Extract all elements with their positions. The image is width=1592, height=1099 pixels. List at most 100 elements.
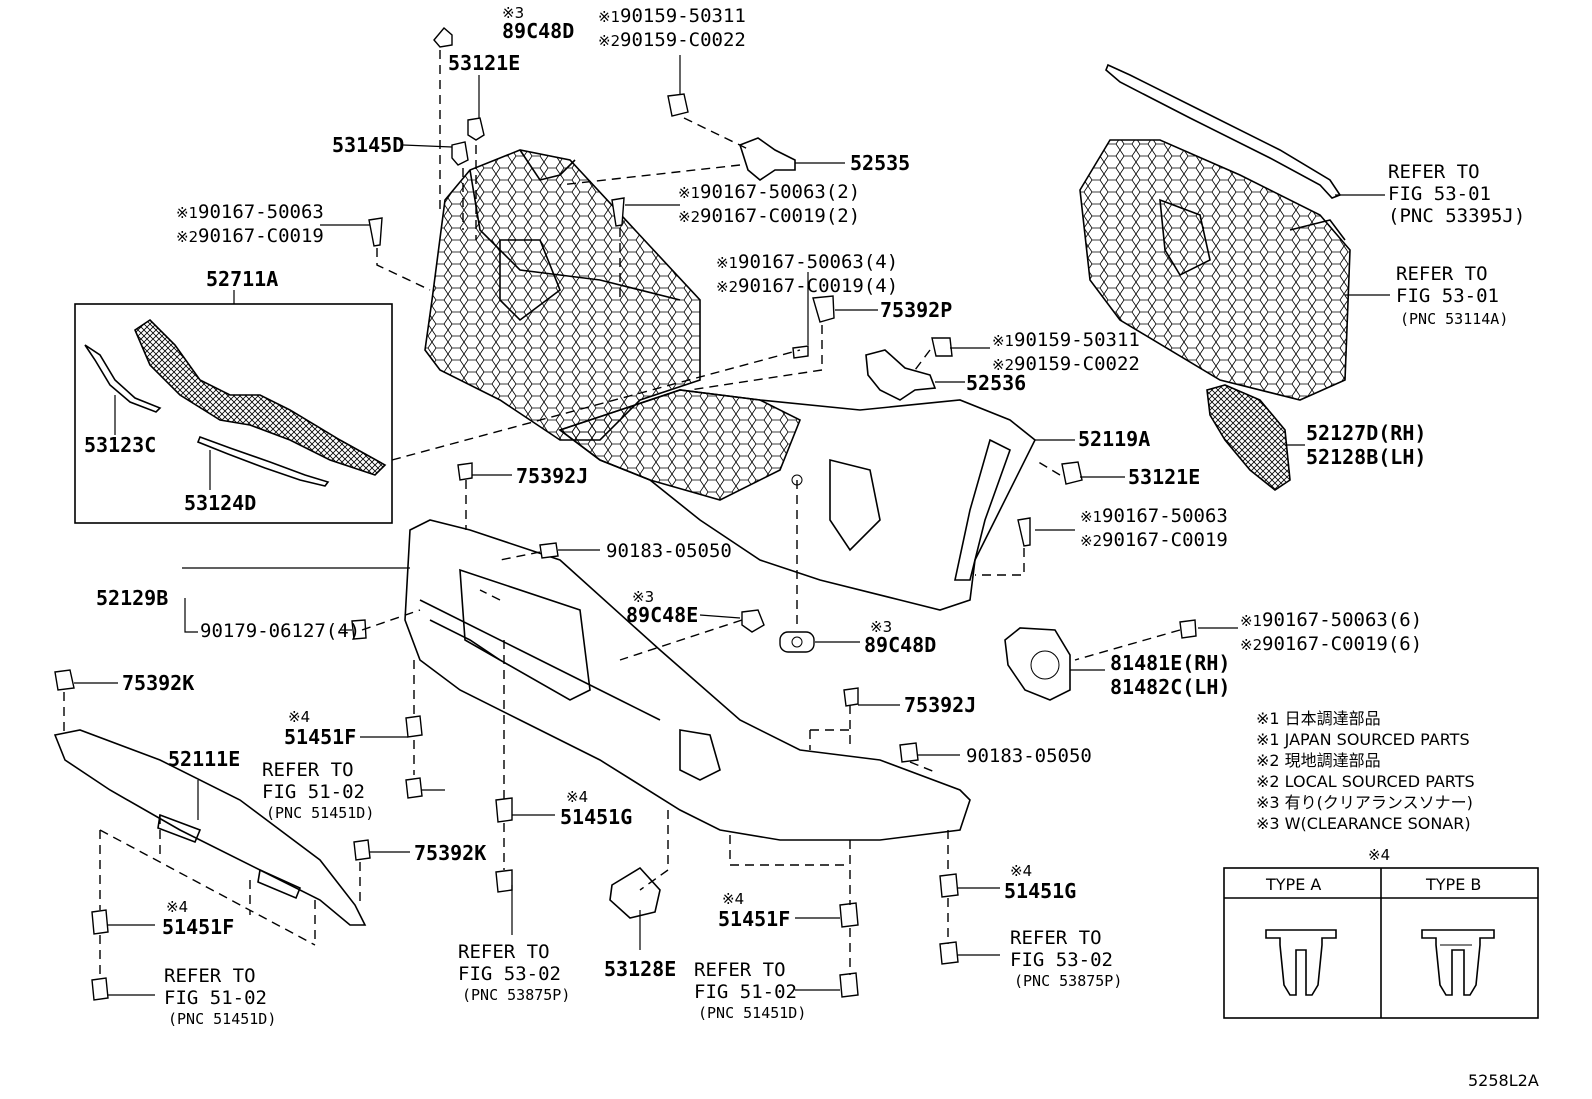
callout-75392k-low: 75392K <box>414 841 486 865</box>
refer-b-2: FIG 53-02 <box>458 963 561 985</box>
callout-51451f-a: 51451F <box>284 725 356 749</box>
callout-52711a: 52711A <box>206 267 278 291</box>
callout-52127d: 52127D(RH) <box>1306 421 1426 445</box>
refer-c-1: REFER TO <box>1010 927 1102 949</box>
callout-90167-c0019-6: 90167-C0019(6) <box>1262 633 1422 655</box>
callout-53145d: 53145D <box>332 133 404 157</box>
refer-c-2: FIG 53-02 <box>1010 949 1113 971</box>
callout-53123c: 53123C <box>84 433 156 457</box>
mark-2-c: ※2 <box>176 228 198 246</box>
callout-53121e-top: 53121E <box>448 51 520 75</box>
side-insert-52127d <box>1206 384 1291 491</box>
type-a-label: TYPE A <box>1265 875 1321 894</box>
callout-90179-06127: 90179-06127(4) <box>200 620 360 642</box>
callout-51451f-b: 51451F <box>162 915 234 939</box>
refer-a-2: FIG 51-02 <box>262 781 365 803</box>
clip-type-a-drawing <box>1265 929 1337 996</box>
legend-line-3: ※2 現地調達部品 <box>1256 751 1381 770</box>
refer-e-2: FIG 51-02 <box>694 981 797 1003</box>
callout-90167-c0019-left: 90167-C0019 <box>198 225 324 247</box>
legend-line-1: ※1 日本調達部品 <box>1256 709 1381 728</box>
mark-2-d: ※2 <box>716 278 738 296</box>
legend-line-4: ※2 LOCAL SOURCED PARTS <box>1256 772 1475 791</box>
callout-90167-c0019-right: 90167-C0019 <box>1102 529 1228 551</box>
callout-90167-50063-6: 90167-50063(6) <box>1262 609 1422 631</box>
mark-2-a: ※2 <box>598 32 620 50</box>
sensor-retainer-89c48e <box>741 609 765 633</box>
refer-f-1: REFER TO <box>1388 161 1480 183</box>
refer-b-3: (PNC 53875P) <box>462 986 570 1004</box>
mark-3-b: ※3 <box>632 588 654 606</box>
mark-1-a: ※1 <box>598 8 620 26</box>
cap-53128e <box>609 866 661 919</box>
callout-90159-50311-a: 90159-50311 <box>620 5 746 27</box>
callout-90167-c0019-4: 90167-C0019(4) <box>738 275 898 297</box>
drawing-code: 5258L2A <box>1468 1071 1539 1090</box>
callout-52128b: 52128B(LH) <box>1306 445 1426 469</box>
moulding-53123c <box>84 344 162 413</box>
legend-line-5: ※3 有り(クリアランスソナー) <box>1256 793 1473 812</box>
callout-90167-50063-left: 90167-50063 <box>198 201 324 223</box>
callout-52535: 52535 <box>850 151 910 175</box>
refer-e-3: (PNC 51451D) <box>698 1004 806 1022</box>
fasteners <box>54 93 1197 1001</box>
callout-75392p: 75392P <box>880 298 952 322</box>
mark-4-e: ※4 <box>722 890 744 908</box>
callout-52536: 52536 <box>966 371 1026 395</box>
clip-type-b-drawing <box>1421 929 1495 996</box>
legend: ※1 日本調達部品 ※1 JAPAN SOURCED PARTS ※2 現地調達… <box>1256 709 1475 833</box>
callout-90167-50063-4: 90167-50063(4) <box>738 251 898 273</box>
assembly-lines <box>63 50 1181 978</box>
refer-g-2: FIG 53-01 <box>1396 285 1499 307</box>
sensor-retainer-89c48d-mid <box>779 631 815 653</box>
callout-90159-c0022-a: 90159-C0022 <box>620 29 746 51</box>
callout-51451g-a: 51451G <box>560 805 632 829</box>
mark-3-top: ※3 <box>502 4 524 22</box>
callout-75392j-mid: 75392J <box>904 693 976 717</box>
refer-d-1: REFER TO <box>164 965 256 987</box>
mark-1-b: ※1 <box>678 184 700 202</box>
clip-type-table: ※4 TYPE A TYPE B <box>1223 846 1539 1019</box>
callouts: ※3 89C48D ※1 90159-50311 ※2 90159-C0022 … <box>84 4 1525 1028</box>
moulding-53124d <box>196 435 330 487</box>
callout-53124d: 53124D <box>184 491 256 515</box>
mark-1-e: ※1 <box>992 332 1014 350</box>
callout-53128e: 53128E <box>604 957 676 981</box>
callout-90183-05050-a: 90183-05050 <box>606 540 732 562</box>
refer-a-1: REFER TO <box>262 759 354 781</box>
refer-a-3: (PNC 51451D) <box>266 804 374 822</box>
callout-90159-50311-b: 90159-50311 <box>1014 329 1140 351</box>
legend-line-6: ※3 W(CLEARANCE SONAR) <box>1256 814 1471 833</box>
upper-grille-53114a <box>1079 139 1351 401</box>
callout-75392k-top: 75392K <box>122 671 194 695</box>
callout-81482c: 81482C(LH) <box>1110 675 1230 699</box>
refer-d-3: (PNC 51451D) <box>168 1010 276 1028</box>
callout-53121e-right: 53121E <box>1128 465 1200 489</box>
lower-bumper-52129b <box>404 519 971 841</box>
mark-3-c: ※3 <box>870 618 892 636</box>
mark-1-g: ※1 <box>1240 612 1262 630</box>
bracket-52536 <box>865 349 937 401</box>
callout-90167-c0019-2: 90167-C0019(2) <box>700 205 860 227</box>
leader-lines <box>74 55 1390 996</box>
callout-90159-c0022-b: 90159-C0022 <box>1014 353 1140 375</box>
mark-2-e: ※2 <box>992 356 1014 374</box>
lower-spoiler-52111e <box>53 729 367 926</box>
callout-90167-50063-right: 90167-50063 <box>1102 505 1228 527</box>
refer-g-1: REFER TO <box>1396 263 1488 285</box>
bracket-52535 <box>739 137 796 181</box>
refer-f-3: (PNC 53395J) <box>1388 205 1525 227</box>
mark-4-b: ※4 <box>566 788 588 806</box>
refer-g-3: (PNC 53114A) <box>1400 310 1508 328</box>
mark-4-a: ※4 <box>288 708 310 726</box>
callout-89c48e: 89C48E <box>626 603 698 627</box>
callout-51451f-c: 51451F <box>718 907 790 931</box>
mark-1-d: ※1 <box>716 254 738 272</box>
mark-2-g: ※2 <box>1240 636 1262 654</box>
callout-89c48d-top: 89C48D <box>502 19 574 43</box>
mark-4-d: ※4 <box>166 898 188 916</box>
fog-cover-81481e <box>1004 627 1071 701</box>
callout-75392j-top: 75392J <box>516 464 588 488</box>
callout-52111e: 52111E <box>168 747 240 771</box>
